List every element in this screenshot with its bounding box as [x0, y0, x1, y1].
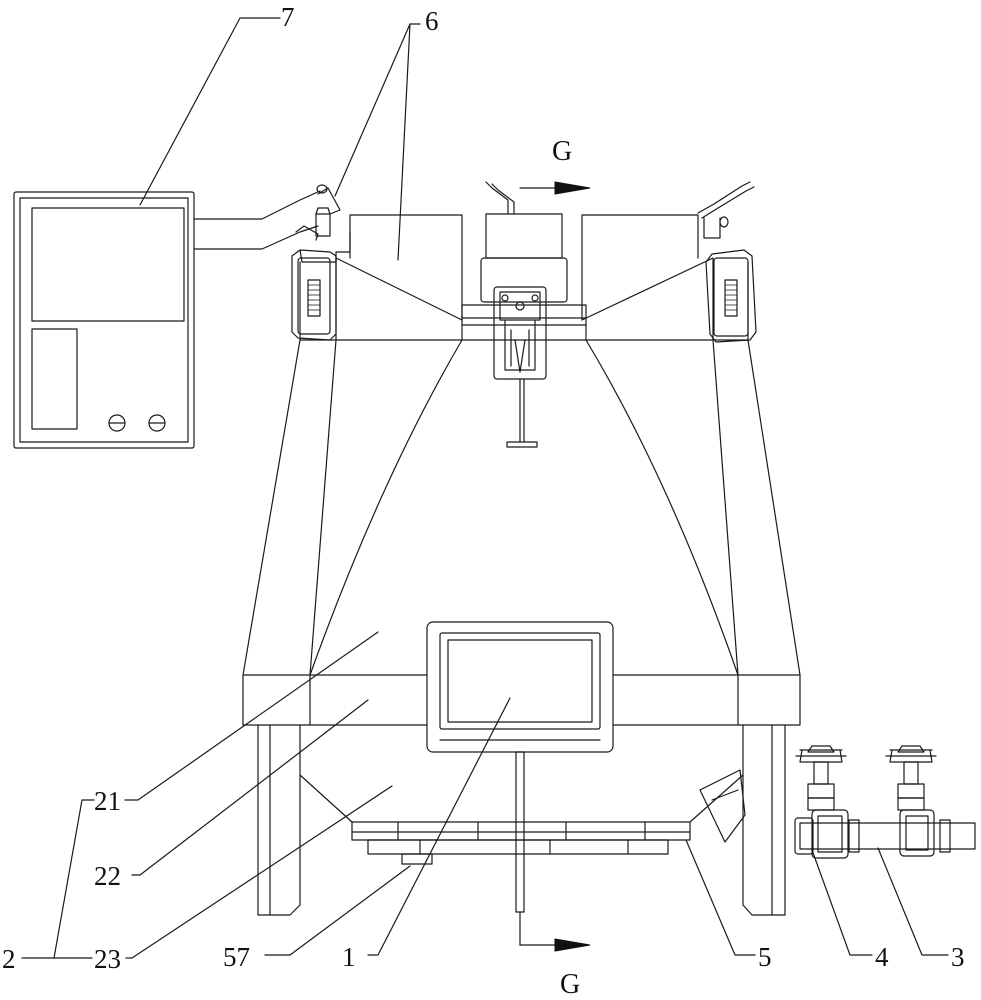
label-7: 7 [281, 2, 295, 32]
hopper-body [242, 339, 801, 726]
display-screen [426, 621, 614, 753]
label-21: 21 [94, 786, 121, 816]
leader-4: 4 [811, 849, 889, 972]
left-level-gauge [291, 249, 337, 341]
bottom-tray [351, 821, 691, 865]
label-1: 1 [342, 942, 356, 972]
label-6: 6 [425, 6, 439, 36]
section-marker-bottom: G [519, 911, 591, 1000]
leader-22: 22 [94, 699, 369, 891]
label-2: 2 [2, 944, 16, 974]
section-label-bottom: G [560, 969, 580, 1000]
leader-21: 21 [94, 631, 379, 816]
valve-right [885, 745, 937, 857]
lower-frame [257, 724, 786, 916]
label-57: 57 [223, 942, 250, 972]
center-probe-clamp [493, 286, 547, 448]
leader-2: 2 [2, 799, 95, 974]
signal-cables [193, 190, 321, 250]
leader-5: 5 [685, 839, 772, 972]
leader-3: 3 [877, 847, 965, 972]
upper-housing [295, 181, 755, 341]
label-22: 22 [94, 861, 121, 891]
control-cabinet [13, 191, 195, 449]
leader-57: 57 [223, 865, 411, 972]
label-23: 23 [94, 944, 121, 974]
leader-23: 23 [94, 785, 393, 974]
pipe-assembly [794, 817, 976, 855]
label-4: 4 [875, 942, 889, 972]
leader-7: 7 [139, 2, 295, 206]
leader-1: 1 [342, 697, 511, 972]
right-level-gauge [705, 249, 757, 343]
label-3: 3 [951, 942, 965, 972]
valve-left [795, 745, 849, 859]
label-5: 5 [758, 942, 772, 972]
leader-6: 6 [334, 6, 439, 261]
section-label-top: G [552, 136, 572, 167]
section-marker-top: G [519, 136, 591, 195]
